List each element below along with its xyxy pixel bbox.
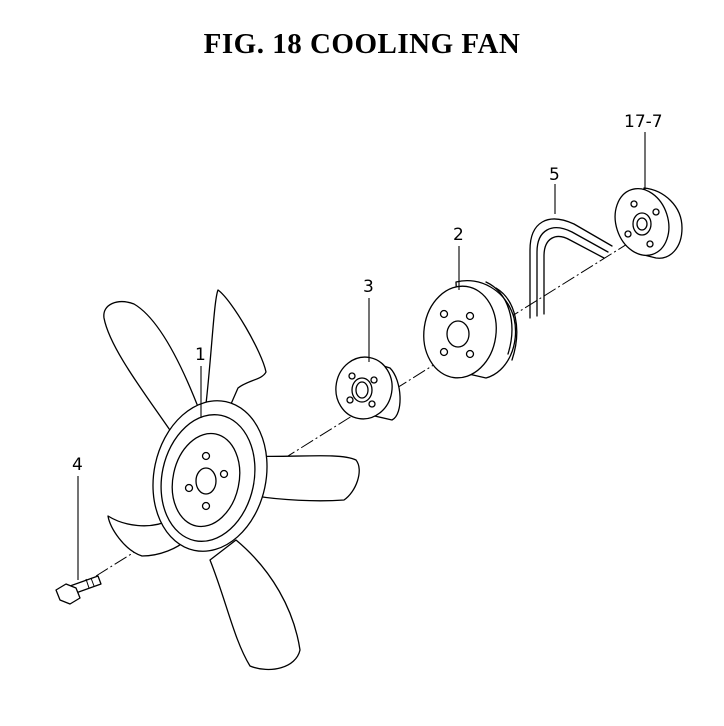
pulley-hole — [465, 311, 475, 321]
fan-bolt-hole — [219, 469, 229, 479]
v-belt — [529, 218, 613, 319]
pulley-bore — [446, 320, 470, 348]
fan-bolt-hole — [201, 451, 211, 461]
fan-bolt-hole — [184, 483, 194, 493]
spacer-hole — [370, 376, 378, 384]
pulley-hole — [439, 309, 449, 319]
flange-bore — [632, 212, 652, 236]
pulley-groove — [495, 287, 518, 361]
spacer-hole — [346, 396, 354, 404]
callout-flange: 17-7 — [624, 112, 663, 132]
fan-blade-upper — [205, 289, 267, 421]
fan-bolt-hole — [201, 501, 211, 511]
bolt-thread — [90, 577, 95, 587]
fan-hub-outer — [152, 400, 268, 552]
pulley-groove — [485, 281, 513, 355]
fan-blade-right — [251, 455, 360, 502]
bolt-head — [55, 583, 81, 605]
cooling-fan — [103, 289, 360, 671]
fan-hub-inner — [171, 432, 241, 528]
callout-pulley: 2 — [453, 225, 464, 245]
bolt — [55, 575, 102, 605]
flange-face — [614, 188, 670, 256]
spacer-hole — [368, 400, 376, 408]
fan-blade-bottom — [209, 539, 301, 671]
flange — [614, 187, 683, 259]
flange-hole — [646, 240, 654, 248]
bolt-thread — [85, 578, 90, 589]
flange-hole — [630, 200, 638, 208]
spacer-hole — [348, 372, 356, 380]
belt-strand — [536, 227, 609, 317]
callout-fan: 1 — [195, 345, 206, 365]
fan-blade-upper-left — [103, 301, 201, 443]
pulley-hole — [465, 349, 475, 359]
callout-bolt: 4 — [72, 455, 83, 475]
pulley — [423, 280, 518, 379]
callout-belt: 5 — [549, 165, 560, 185]
pulley-hole — [439, 347, 449, 357]
spacer-bore-inner — [355, 381, 369, 399]
flange-hole — [652, 208, 660, 216]
fan-hub-rim — [160, 414, 256, 542]
flange-hole — [624, 230, 632, 238]
flange-bore-inner — [636, 217, 648, 231]
fan-center-hole — [195, 467, 217, 495]
belt-strand — [529, 218, 613, 319]
figure-title: FIG. 18 COOLING FAN — [203, 28, 521, 60]
spacer-bore — [351, 377, 373, 403]
callout-spacer: 3 — [363, 277, 374, 297]
belt-strand — [543, 235, 605, 315]
spacer — [335, 356, 401, 421]
